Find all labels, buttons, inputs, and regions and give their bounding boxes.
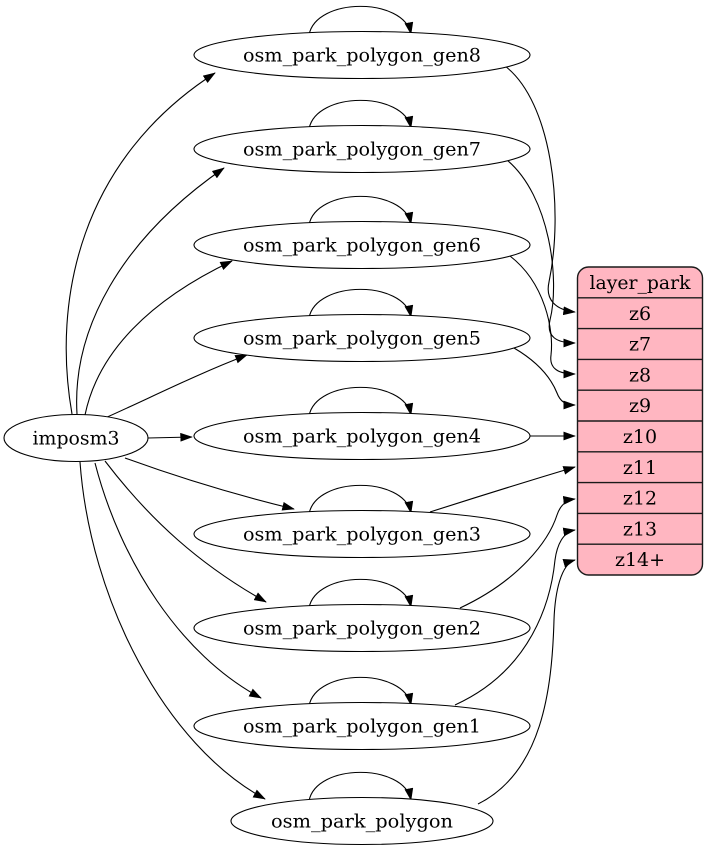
polygon-ellipse: [230, 796, 494, 846]
edge-imposm3-to-gen3: [124, 457, 295, 511]
gen8-ellipse: [193, 30, 531, 80]
node-osm-park-polygon-gen3: osm_park_polygon_gen3: [193, 509, 531, 559]
gen1-ellipse: [193, 701, 531, 751]
self-loop-gen6: [308, 195, 414, 226]
row-z6: z6: [629, 303, 651, 325]
layer-park-table: layer_park z6 z7 z8 z9 z10 z11 z12 z13 z…: [576, 266, 704, 576]
gen1-label: osm_park_polygon_gen1: [243, 716, 481, 738]
edge-imposm3-to-gen7: [76, 167, 225, 415]
gen4-ellipse: [193, 411, 531, 461]
edge-imposm3-to-gen4: [147, 432, 193, 442]
edge-imposm3-to-gen1: [94, 462, 262, 699]
gen2-ellipse: [193, 603, 531, 653]
edge-gen6-to-z8: [509, 255, 576, 379]
self-loop-gen5: [308, 288, 414, 319]
node-imposm3: imposm3: [3, 413, 149, 463]
edge-imposm3-to-gen6: [84, 260, 233, 416]
node-osm-park-polygon-gen4: osm_park_polygon_gen4: [193, 411, 531, 461]
imposm3-label: imposm3: [33, 428, 120, 450]
self-loop-gen8: [308, 5, 414, 36]
row-z13: z13: [623, 518, 657, 540]
node-osm-park-polygon: osm_park_polygon: [230, 796, 494, 846]
row-z9: z9: [629, 395, 651, 417]
edges-from-source: [65, 72, 295, 800]
edge-imposm3-to-gen8: [65, 72, 216, 415]
gen6-ellipse: [193, 220, 531, 270]
edges-to-layer: [429, 65, 576, 805]
gen6-label: osm_park_polygon_gen6: [243, 235, 481, 257]
gen3-ellipse: [193, 509, 531, 559]
row-z10: z10: [623, 426, 657, 448]
gen3-label: osm_park_polygon_gen3: [243, 524, 481, 546]
row-z8: z8: [629, 364, 651, 386]
self-loop-edges: [308, 5, 414, 802]
self-loop-polygon: [308, 771, 414, 802]
row-z11: z11: [623, 457, 657, 479]
gen8-label: osm_park_polygon_gen8: [243, 45, 481, 67]
gen7-label: osm_park_polygon_gen7: [243, 139, 481, 161]
row-z12: z12: [623, 488, 657, 510]
node-osm-park-polygon-gen1: osm_park_polygon_gen1: [193, 701, 531, 751]
edge-gen8-to-z6: [504, 65, 576, 316]
edge-imposm3-to-polygon: [79, 461, 266, 800]
imposm3-ellipse: [3, 413, 149, 463]
edge-imposm3-to-gen5: [104, 354, 248, 419]
edge-gen5-to-z9: [513, 347, 576, 410]
gen5-ellipse: [193, 313, 531, 363]
gen7-ellipse: [193, 124, 531, 174]
node-osm-park-polygon-gen7: osm_park_polygon_gen7: [193, 124, 531, 174]
gen4-label: osm_park_polygon_gen4: [243, 426, 481, 448]
node-osm-park-polygon-gen5: osm_park_polygon_gen5: [193, 313, 531, 363]
polygon-label: osm_park_polygon: [271, 811, 453, 833]
self-loop-gen4: [308, 386, 414, 417]
edge-gen3-to-z11: [429, 466, 576, 513]
edge-gen7-to-z7: [506, 159, 576, 348]
edge-imposm3-to-gen2: [104, 460, 267, 603]
edge-gen1-to-z13: [454, 527, 576, 706]
layer-park-title: layer_park: [590, 272, 691, 294]
node-osm-park-polygon-gen6: osm_park_polygon_gen6: [193, 220, 531, 270]
edge-polygon-to-z14: [477, 559, 576, 805]
gen5-label: osm_park_polygon_gen5: [243, 328, 481, 350]
self-loop-gen3: [308, 484, 414, 515]
self-loop-gen2: [308, 578, 414, 609]
edge-gen2-to-z12: [459, 495, 576, 609]
gen2-label: osm_park_polygon_gen2: [243, 618, 481, 640]
self-loop-gen1: [308, 676, 414, 707]
node-osm-park-polygon-gen8: osm_park_polygon_gen8: [193, 30, 531, 80]
self-loop-gen7: [308, 99, 414, 130]
row-z14plus: z14+: [615, 549, 665, 571]
node-osm-park-polygon-gen2: osm_park_polygon_gen2: [193, 603, 531, 653]
row-z7: z7: [629, 334, 651, 356]
